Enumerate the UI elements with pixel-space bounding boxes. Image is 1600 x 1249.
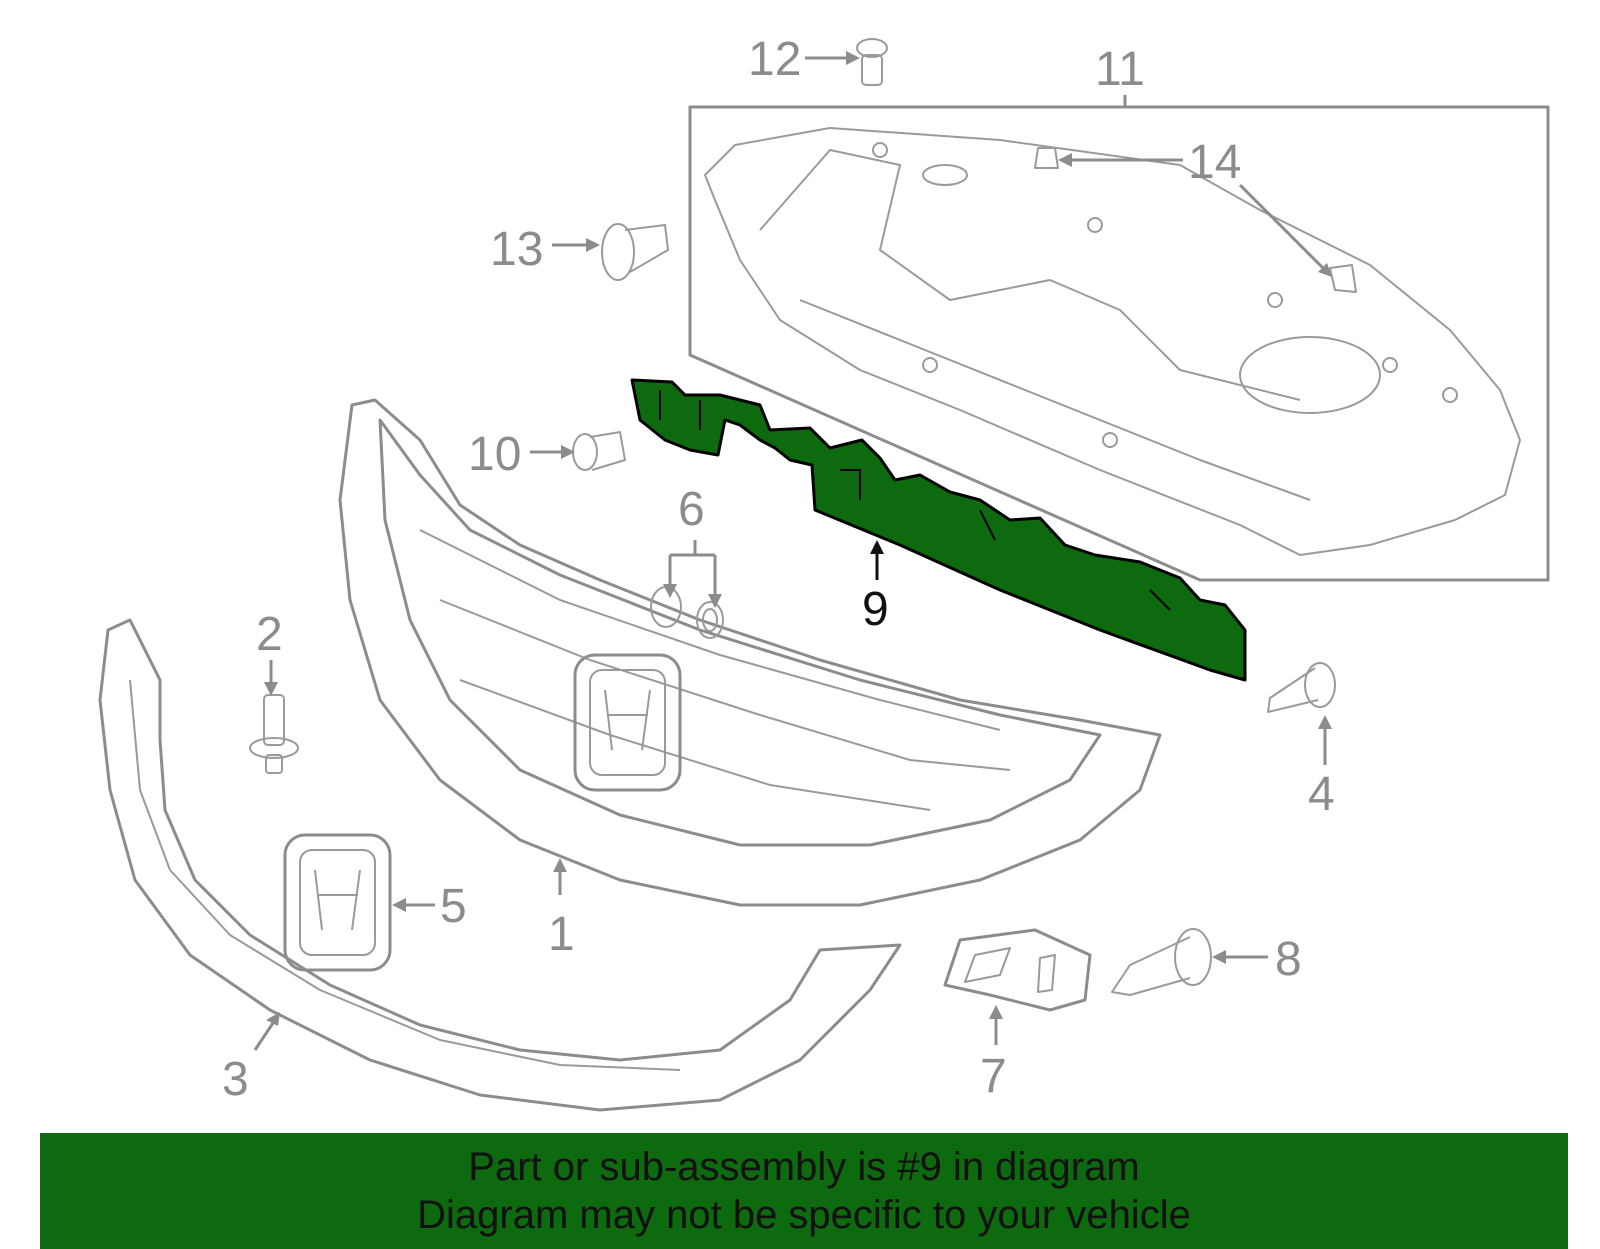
callout-11: 11 (1095, 43, 1145, 96)
part-12-clip (856, 38, 888, 86)
leader-lines (253, 51, 1332, 1051)
banner-line-1: Part or sub-assembly is #9 in diagram (468, 1145, 1140, 1189)
callout-7: 7 (980, 1050, 1007, 1103)
part-13-pin (601, 223, 669, 281)
part-3-molding (98, 618, 902, 1112)
callout-6: 6 (678, 483, 705, 536)
part-10-grommet (572, 431, 626, 471)
callout-labels: 1 2 3 4 5 6 7 8 9 10 11 12 13 14 (222, 33, 1335, 1106)
part-4-screw (1267, 662, 1336, 713)
callout-8: 8 (1275, 933, 1302, 986)
part-1-grille (338, 398, 1162, 907)
callout-13: 13 (490, 223, 543, 276)
callout-3: 3 (222, 1053, 249, 1106)
callout-1: 1 (548, 908, 575, 961)
part-11-upper-cover (688, 105, 1550, 582)
part-8-screw (1111, 928, 1212, 996)
callout-12: 12 (748, 33, 801, 86)
part-9-absorber (630, 378, 1247, 682)
callout-2: 2 (256, 608, 283, 661)
callout-14: 14 (1188, 136, 1241, 189)
callout-5: 5 (440, 880, 467, 933)
part-7-badge (943, 928, 1092, 1012)
info-banner: Part or sub-assembly is #9 in diagram Di… (40, 1133, 1568, 1249)
part-2-clip (249, 694, 299, 774)
callout-10: 10 (468, 428, 521, 481)
part-14-clips (1034, 147, 1357, 293)
callout-4: 4 (1308, 768, 1335, 821)
part-5-emblem (283, 833, 392, 972)
callout-9: 9 (862, 583, 889, 636)
banner-line-2: Diagram may not be specific to your vehi… (417, 1193, 1191, 1237)
